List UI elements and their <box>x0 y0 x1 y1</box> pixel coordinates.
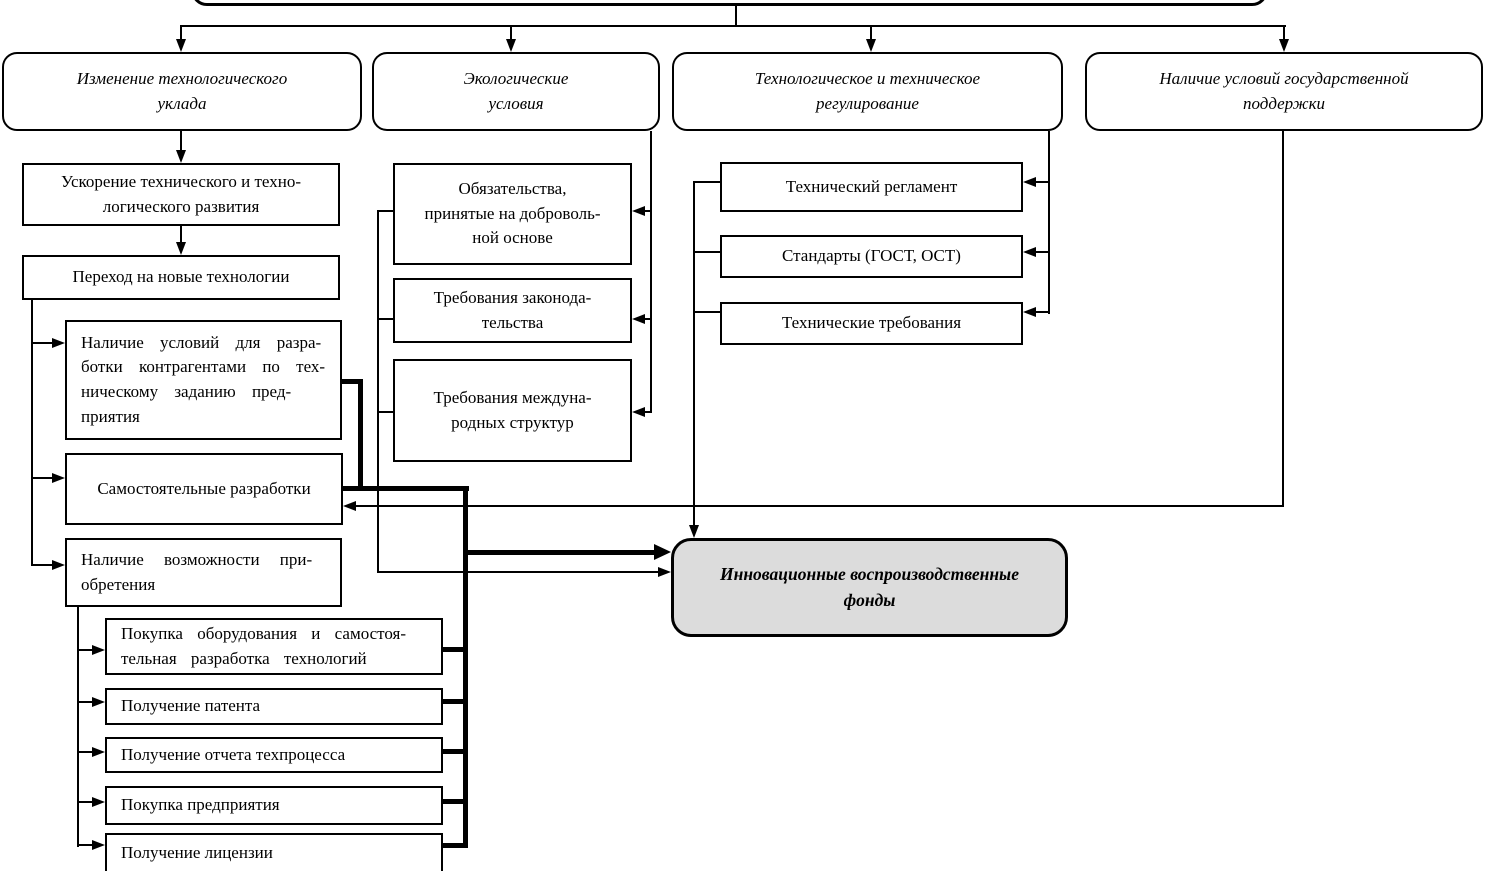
box-contractor-development: Наличие условий для разра- ботки контраг… <box>65 320 342 440</box>
box-international-requirements: Требования междуна- родных структур <box>393 359 632 462</box>
connector-acquisition-spine <box>77 607 79 847</box>
thick-arrow-to-funds <box>463 550 655 555</box>
arrowhead-to-regulirovanie <box>866 39 876 52</box>
box-patent: Получение патента <box>105 688 443 725</box>
connector-uskorenie-perekhod <box>180 226 182 243</box>
connector-reg-left-stub-3 <box>695 311 720 313</box>
arrowhead-to-independent-development <box>52 473 65 483</box>
arrowhead-to-techprocess-report <box>92 747 105 757</box>
thick-vertical-main <box>463 486 468 848</box>
box-independent-development: Самостоятельные разработки <box>65 453 343 525</box>
connector-root-stub <box>735 6 737 26</box>
box-techprocess-report: Получение отчета техпроцесса <box>105 737 443 773</box>
connector-eco-left-stub-3 <box>379 411 393 413</box>
arrowhead-to-patent <box>92 697 105 707</box>
connector-stem-ekologicheskie <box>510 25 512 41</box>
arrowhead-to-voluntary-obligations <box>632 206 645 216</box>
connector-reg-right-stub-1 <box>1035 181 1050 183</box>
arrowhead-to-izmenenie <box>176 39 186 52</box>
connector-eco-left-stub-1 <box>379 210 393 212</box>
arrowhead-to-podderzhka <box>1279 39 1289 52</box>
connector-stem-izmenenie <box>180 25 182 41</box>
connector-reg-left-stub-1 <box>695 181 720 183</box>
thick-stub-enterprise <box>443 799 464 804</box>
thick-stub-report <box>443 749 464 754</box>
arrowhead-to-technical-regulations <box>1023 177 1036 187</box>
arrowhead-to-standards <box>1023 247 1036 257</box>
box-enterprise-purchase: Покупка предприятия <box>105 786 443 825</box>
box-technical-regulations: Технический регламент <box>720 162 1023 212</box>
box-license: Получение лицензии <box>105 833 443 871</box>
category-state-support: Наличие условий государственной поддержк… <box>1085 52 1483 131</box>
arrowhead-to-enterprise-purchase <box>92 797 105 807</box>
connector-spine-stub-3 <box>31 564 53 566</box>
arrowhead-to-contractor-development <box>52 338 65 348</box>
arrowhead-thick-to-funds <box>654 544 671 560</box>
arrowhead-reg-to-funds <box>689 525 699 538</box>
box-root-truncated <box>191 0 1268 6</box>
category-eco-conditions: Экологические условия <box>372 52 660 131</box>
connector-acq-stub-3 <box>77 751 93 753</box>
connector-eco-to-funds <box>377 571 659 573</box>
connector-acq-stub-4 <box>77 801 93 803</box>
connector-top-distributor <box>181 25 1286 27</box>
connector-reg-left-vertical <box>693 181 695 526</box>
connector-eco-right-vertical <box>650 131 652 413</box>
arrowhead-to-acquisition-possibility <box>52 560 65 570</box>
box-legislation-requirements: Требования законода- тельства <box>393 278 632 343</box>
arrowhead-to-ekologicheskie <box>506 39 516 52</box>
arrowhead-to-legislation-requirements <box>632 314 645 324</box>
arrowhead-to-technical-requirements <box>1023 307 1036 317</box>
connector-spine-stub-2 <box>31 477 53 479</box>
connector-eco-right-stub-1 <box>643 210 652 212</box>
thick-stub-contractor <box>342 379 363 384</box>
connector-reg-right-stub-2 <box>1035 251 1050 253</box>
thick-vertical-upper <box>358 379 363 491</box>
arrowhead-to-license <box>92 840 105 850</box>
connector-support-horizontal <box>356 505 1284 507</box>
thick-stub-patent <box>443 699 464 704</box>
category-tech-regulation: Технологическое и техническое регулирова… <box>672 52 1063 131</box>
arrowhead-support-to-independent <box>343 501 356 511</box>
connector-reg-right-vertical <box>1048 131 1050 314</box>
connector-left-spine <box>31 300 33 566</box>
connector-acq-stub-5 <box>77 844 93 846</box>
box-acceleration: Ускорение технического и техно- логическ… <box>22 163 340 226</box>
connector-acq-stub-2 <box>77 701 93 703</box>
thick-stub-equipment <box>443 647 464 652</box>
connector-reg-right-stub-3 <box>1035 311 1050 313</box>
connector-eco-right-stub-3 <box>643 411 652 413</box>
box-voluntary-obligations: Обязательства, принятые на доброволь- но… <box>393 163 632 265</box>
connector-reg-left-stub-2 <box>695 251 720 253</box>
box-equipment-purchase: Покупка оборудования и самостоя- тельная… <box>105 618 443 675</box>
arrowhead-to-uskorenie <box>176 150 186 163</box>
arrowhead-to-international-requirements <box>632 407 645 417</box>
arrowhead-to-perekhod <box>176 242 186 255</box>
box-acquisition-possibility: Наличие возможности при- обретения <box>65 538 342 607</box>
connector-stem-regulirovanie <box>870 25 872 41</box>
connector-eco-left-stub-2 <box>379 318 393 320</box>
connector-stem-podderzhka <box>1283 25 1285 41</box>
box-new-technologies: Переход на новые технологии <box>22 255 340 300</box>
connector-support-vertical <box>1282 131 1284 506</box>
connector-spine-stub-1 <box>31 342 53 344</box>
connector-izmenenie-uskorenie <box>180 131 182 151</box>
box-innovation-funds: Инновационные воспроизводственные фонды <box>671 538 1068 637</box>
connector-eco-left-vertical <box>377 210 379 573</box>
arrowhead-eco-to-funds <box>658 567 671 577</box>
arrowhead-to-equipment-purchase <box>92 645 105 655</box>
category-tech-change: Изменение технологического уклада <box>2 52 362 131</box>
thick-stub-license <box>443 843 464 848</box>
connector-eco-right-stub-2 <box>643 318 652 320</box>
connector-acq-stub-1 <box>77 649 93 651</box>
box-technical-requirements: Технические требования <box>720 302 1023 345</box>
box-standards: Стандарты (ГОСТ, ОСТ) <box>720 235 1023 278</box>
thick-horizontal-independent <box>343 486 469 491</box>
